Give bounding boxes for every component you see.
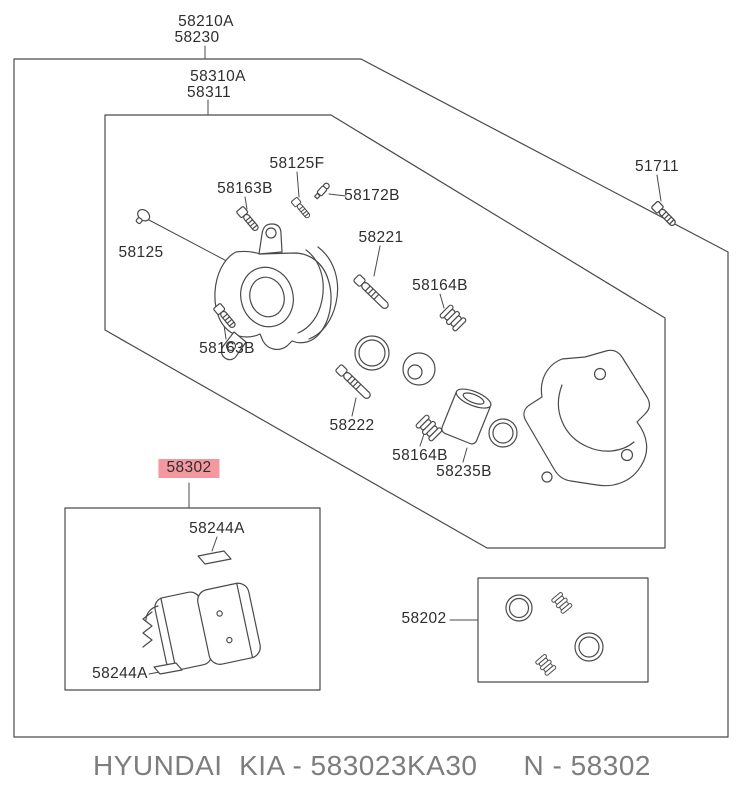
part-label-58125F[interactable]: 58125F <box>269 155 325 172</box>
part-label-58202[interactable]: 58202 <box>401 610 447 627</box>
brake-pads-drawing <box>142 550 261 675</box>
footer-part-code: HYUNDAI KIA - 583023KA30 N - 58302 <box>0 750 744 782</box>
carrier-bracket-drawing <box>523 349 651 487</box>
leader-lines <box>148 45 662 675</box>
seal-kit-box <box>477 577 649 683</box>
outer-assembly-box <box>13 58 729 738</box>
part-label-58163B-upper[interactable]: 58163B <box>217 180 273 197</box>
part-label-58302-highlighted[interactable]: 58302 <box>158 459 220 479</box>
part-label-51711[interactable]: 51711 <box>635 158 679 175</box>
pad-kit-box <box>64 507 321 691</box>
part-label-58244A-upper[interactable]: 58244A <box>189 520 245 537</box>
part-label-58221[interactable]: 58221 <box>358 229 404 246</box>
seal-kit-drawing <box>505 591 604 677</box>
footer-brand-code: HYUNDAI KIA - 583023KA30 <box>93 750 478 781</box>
part-label-58164B-upper[interactable]: 58164B <box>412 277 468 294</box>
fasteners-drawing <box>135 182 679 443</box>
bleeder-screw-icon <box>314 182 330 200</box>
part-label-58125[interactable]: 58125 <box>118 244 164 261</box>
part-label-58235B[interactable]: 58235B <box>436 463 492 480</box>
part-label-58164B-lower[interactable]: 58164B <box>392 447 448 464</box>
cap-58125-icon <box>135 208 151 225</box>
part-label-58172B[interactable]: 58172B <box>344 187 400 204</box>
caliper-assembly-box <box>104 114 666 549</box>
part-label-58310A[interactable]: 58310A <box>190 68 246 85</box>
part-label-58311[interactable]: 58311 <box>187 84 231 101</box>
part-label-58230[interactable]: 58230 <box>174 29 220 46</box>
part-label-58163B-lower[interactable]: 58163B <box>199 340 255 357</box>
footer-ref-code: N - 58302 <box>523 750 651 781</box>
piston-drawing <box>441 388 492 445</box>
part-label-58244A-lower[interactable]: 58244A <box>92 665 148 682</box>
seal-rings-drawing <box>354 335 518 448</box>
caliper-body-drawing <box>214 223 339 361</box>
part-label-58222[interactable]: 58222 <box>329 417 375 434</box>
part-label-58210A[interactable]: 58210A <box>178 13 234 30</box>
